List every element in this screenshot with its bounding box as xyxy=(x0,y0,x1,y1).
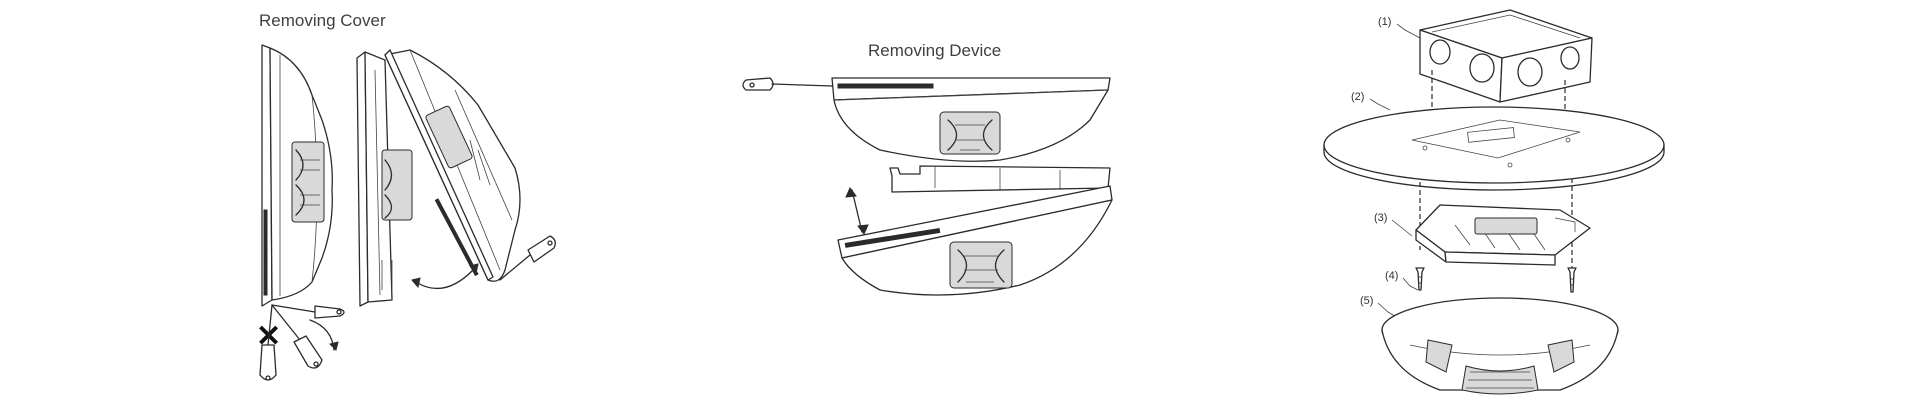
detector-cover-tilted xyxy=(384,49,521,282)
callout-3-mounting-base: (3) xyxy=(1374,212,1388,224)
trim-ring xyxy=(1323,106,1665,191)
screwdriver-wrong-1 xyxy=(259,304,277,381)
removing-device-illustration xyxy=(742,77,1113,296)
mounting-screws xyxy=(1415,267,1577,293)
screwdriver-top xyxy=(742,77,833,91)
removing-cover-title: Removing Cover xyxy=(259,11,386,30)
detector-lower xyxy=(837,185,1113,296)
detector-unit xyxy=(1381,297,1619,395)
screwdriver-correct xyxy=(271,304,345,319)
rotate-arrow-cover xyxy=(415,267,476,290)
callout-4-screws: (4) xyxy=(1385,270,1399,282)
detector-side-view-left xyxy=(261,44,333,307)
exploded-view-illustration xyxy=(1323,9,1665,395)
callout-2-trim-ring: (2) xyxy=(1351,91,1365,103)
leader-2 xyxy=(1369,98,1391,111)
screwdriver-in-cover xyxy=(499,235,556,281)
detector-upper xyxy=(831,77,1111,162)
vertical-label-text xyxy=(263,209,268,296)
leader-1 xyxy=(1396,23,1421,39)
rotate-arrow-screwdriver xyxy=(309,319,335,351)
back-box xyxy=(1419,9,1593,103)
removing-cover-illustration xyxy=(259,44,556,381)
leader-4 xyxy=(1402,277,1419,291)
double-arrow xyxy=(845,187,869,235)
leader-3 xyxy=(1391,219,1413,237)
mounting-base-side xyxy=(356,51,413,307)
mounting-base xyxy=(1415,204,1591,266)
screwdriver-wrong-2 xyxy=(271,304,323,369)
callout-5-detector: (5) xyxy=(1360,295,1374,307)
removing-device-title: Removing Device xyxy=(868,41,1002,60)
mounting-base-flat xyxy=(889,165,1111,193)
callout-1-back-box: (1) xyxy=(1378,16,1392,28)
